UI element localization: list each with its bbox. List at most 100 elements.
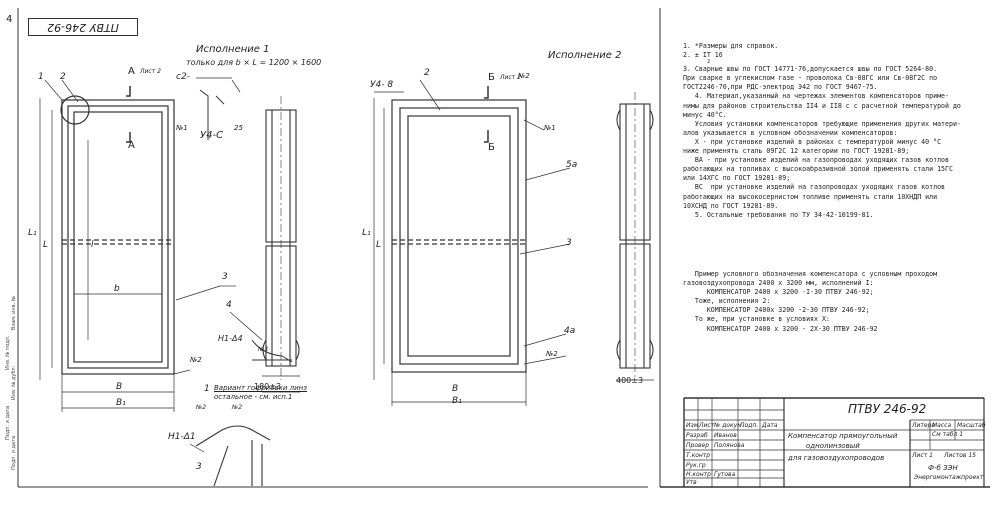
- ref-c2: с2-: [176, 72, 190, 82]
- designation-example: Пример условного обозначения компенсатор…: [683, 270, 983, 334]
- title-block-code: ПТВУ 246-92: [848, 402, 927, 416]
- litera-header: Литера: [912, 422, 936, 429]
- variant1-title: Исполнение 1: [196, 44, 270, 55]
- name-razrab: Иванов: [714, 432, 737, 439]
- row-utv: Утв: [686, 479, 697, 486]
- label-3: 3: [222, 272, 228, 282]
- example-line: КОМПЕНСАТОР 2400х 3200 -2-30 ПТВУ 246-92…: [683, 306, 870, 315]
- col-doc: № докум.: [714, 422, 744, 429]
- label-4: 4: [226, 300, 232, 310]
- section-b-sheet: Лист 2: [500, 74, 521, 81]
- example-line: Пример условного обозначения компенсатор…: [683, 270, 938, 278]
- note-line: Условия установки компенсаторов требующи…: [683, 119, 961, 128]
- example-line: КОМПЕНСАТОР 2400 х 3200 - 2Х-30 ПТВУ 246…: [683, 324, 878, 333]
- label-2: 2: [60, 72, 66, 82]
- dim-b1-v2: B₁: [452, 396, 462, 406]
- example-line: КОМПЕНСАТОР 2400 х 3200 -I-30 ПТВУ 246-9…: [683, 288, 874, 297]
- n2-v1: №2: [190, 356, 202, 364]
- note-line: алов указывается в условном обозначении …: [683, 128, 898, 137]
- section-b-bottom: Б: [488, 142, 495, 153]
- dim-b1-v1: B₁: [116, 398, 126, 408]
- title-block-grid: [684, 398, 985, 487]
- n1-v2: №1: [544, 124, 556, 132]
- weld-h1-label: Н1-Δ4: [218, 334, 243, 343]
- weld-u4-label: У4-С: [200, 130, 224, 141]
- section-b-top: Б: [488, 72, 495, 83]
- variant1-profile: [262, 96, 300, 393]
- label-4a: 4а: [564, 326, 576, 336]
- note-line: 4. Материал,указанный на чертежах элемен…: [683, 92, 949, 101]
- weld-u4-8: У4- 8: [370, 80, 394, 90]
- example-line: То же, при установке в условиях Х:: [683, 315, 830, 324]
- note-line: минус 40°С.: [683, 110, 727, 119]
- note-line: 2: [683, 59, 711, 66]
- n2-lower-a: №2: [196, 404, 207, 411]
- label-5a: 5а: [566, 160, 578, 170]
- row-nkontr: Н.контр: [686, 471, 711, 478]
- variant2-profile: [616, 92, 654, 381]
- name-prover: Полянова: [714, 442, 745, 449]
- dim-bb-v2: B: [452, 384, 459, 394]
- weld-h1-lower: Н1-Δ1: [168, 432, 196, 442]
- section-a-top: А: [128, 66, 135, 77]
- note-line: 5. Остальные требования по ТУ 34-42-1019…: [683, 210, 874, 219]
- org-line-2: Энергомонтажпроект: [914, 474, 984, 481]
- dim-small-l-v1: l: [91, 240, 94, 250]
- dim-l1-v1: L₁: [28, 228, 37, 238]
- col-date: Дата: [762, 422, 778, 429]
- note-line: 10ХСНД по ГОСТ 19281-89.: [683, 201, 779, 210]
- note-line: 2. ± IT 16: [683, 51, 723, 60]
- note-line: При сварке в углекислом газе - проволока…: [683, 74, 938, 83]
- note-line: ниже применять сталь 09Г2С 12 категории …: [683, 147, 910, 156]
- name-nkontr: Гутова: [714, 471, 736, 478]
- massa-header: Масса: [932, 422, 952, 429]
- rotated-code-stamp: ПТВУ 246-92: [28, 18, 138, 36]
- col-list: Лист: [699, 422, 715, 429]
- n1-v1: №1: [176, 124, 188, 132]
- listov-label: Листов 15: [944, 452, 976, 459]
- example-line: газовоздухопровода 2400 х 3200 мм, испол…: [683, 279, 874, 288]
- row-razrab: Разраб: [686, 432, 708, 439]
- org-line-1: Ф-б ЗЭН: [928, 464, 958, 472]
- dim-bb-v1: B: [116, 382, 123, 392]
- side-note-4: Инв. № дубл.: [11, 365, 17, 400]
- list-label: Лист 1: [912, 452, 933, 459]
- variant1-subtitle: только для b × L = 1200 × 1600: [186, 58, 322, 67]
- n3-v1: №3: [258, 346, 269, 353]
- section-a-sheet: Лист 2: [140, 68, 161, 75]
- label-3-lower: 3: [196, 462, 202, 472]
- col-izm: Изм: [686, 422, 699, 429]
- n2-lower-b: №2: [232, 404, 243, 411]
- detail-a: [196, 77, 241, 140]
- label-1: 1: [38, 72, 44, 82]
- note-line: нимы для районов строительства II4 и II8…: [683, 101, 961, 110]
- n2-v2-top: №2: [518, 72, 530, 80]
- side-note-2: Подп. и дата: [5, 405, 11, 440]
- dim-l-v1: L: [43, 240, 49, 250]
- note-line: ВС при установке изделий на газопроводах…: [683, 183, 946, 192]
- technical-notes: 1. *Размеры для справок. 2. ± IT 16 2 3.…: [683, 42, 983, 220]
- note-line: ВА - при установке изделий на газопровод…: [683, 156, 949, 165]
- note-line: Х - при установке изделий в районах с те…: [683, 137, 942, 146]
- variant1-frame: [60, 95, 175, 375]
- page-marker: 4: [6, 14, 13, 25]
- label-2-v2: 2: [424, 68, 430, 78]
- variant2-frame: [391, 99, 527, 373]
- title-line-1: Компенсатор прямоугольный: [788, 432, 898, 440]
- massa-value: См табл 1: [932, 431, 964, 438]
- masshtab-header: Масштаб: [957, 422, 986, 429]
- dim-180: 180±3: [254, 382, 282, 391]
- lens-caption-2: остальное - см. исп.1: [214, 393, 293, 401]
- side-note-5: Подп. и дата: [11, 435, 17, 470]
- dim-b-v1: b: [114, 284, 120, 294]
- note-line: работающих на топливах с высокоабразивно…: [683, 165, 953, 174]
- note-line: или 14ХГС по ГОСТ 19281-89;: [683, 174, 791, 183]
- dim-l-v2: L: [376, 240, 382, 250]
- note-line: работающих на высокосернистом топливе пр…: [683, 192, 938, 201]
- note-line: 3. Сварные швы по ГОСТ 14771-76,допускае…: [683, 65, 938, 74]
- note-line: ГОСТ2246-70,при РДС-электрод Э42 по ГОСТ…: [683, 83, 878, 92]
- label-1-lower: 1: [204, 384, 210, 394]
- section-a-bottom: А: [128, 140, 135, 151]
